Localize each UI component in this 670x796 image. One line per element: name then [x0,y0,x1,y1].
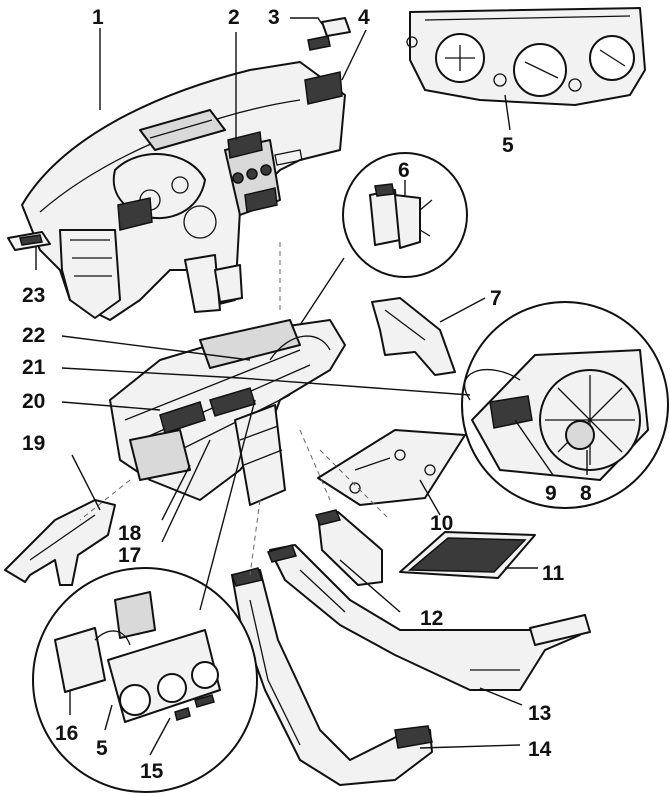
dashboard-panel [21,61,346,321]
air-guide-7 [371,297,456,376]
air-duct-14 [231,567,433,786]
callout-13: 13 [528,702,551,725]
air-guide-19 [4,499,116,586]
callout-12: 12 [420,607,443,630]
callout-19: 19 [22,432,45,455]
callout-15: 15 [140,760,164,783]
callout-5-bottom: 5 [96,737,108,760]
callout-21: 21 [22,356,46,379]
callout-22: 22 [22,324,45,347]
assembly-lines [79,240,391,576]
air-duct-13 [266,544,591,691]
air-vent-part [307,17,351,51]
callout-4: 4 [358,6,370,29]
heater-housing-assembly [109,319,346,506]
callout-23: 23 [22,284,45,307]
callout-labels: 1 2 3 4 5 6 7 8 9 10 11 12 13 14 15 16 5… [22,6,592,783]
callout-8: 8 [580,482,592,505]
switch-detail-inset [342,152,468,278]
callout-17: 17 [118,544,141,567]
callout-9: 9 [545,482,557,505]
air-duct-12 [314,509,383,586]
callout-3: 3 [268,6,280,29]
callout-14: 14 [528,738,552,761]
callout-20: 20 [22,390,45,413]
callout-16: 16 [55,722,78,745]
heater-control-unit [406,7,646,106]
pollen-filter [399,531,536,579]
callout-1: 1 [92,6,104,29]
callout-7: 7 [490,287,502,310]
callout-11: 11 [542,562,565,585]
callout-18: 18 [118,522,142,545]
control-unit-detail-inset [32,567,258,793]
callout-2: 2 [228,6,240,29]
blower-detail-inset [461,301,669,509]
callout-5-top: 5 [502,134,514,157]
side-vent [7,231,51,251]
callout-10: 10 [430,512,453,535]
leader-lines [35,17,588,756]
callout-6: 6 [398,159,410,182]
cover-plate [317,429,466,506]
